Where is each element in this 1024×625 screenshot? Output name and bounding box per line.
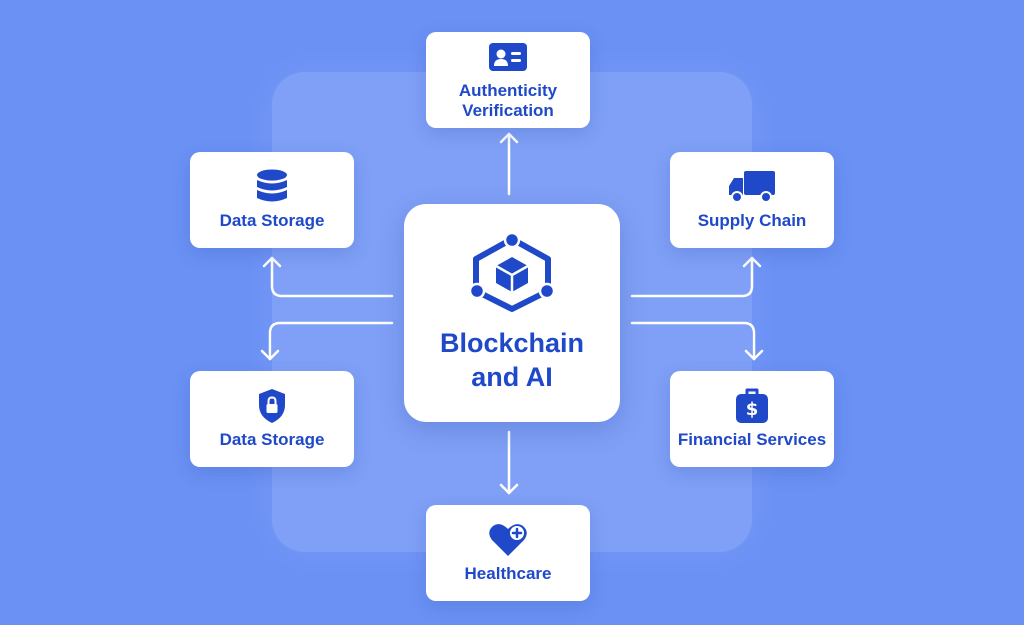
healthcare-label: Healthcare bbox=[464, 564, 552, 583]
arrowhead-data-storage-bottom bbox=[260, 349, 280, 361]
data-storage-bottom-label: Data Storage bbox=[219, 430, 325, 449]
arrowhead-authenticity bbox=[499, 132, 519, 144]
center-title-line2: and AI bbox=[471, 361, 553, 392]
arrowhead-supply-chain bbox=[742, 256, 762, 268]
data-storage-card-top: Data Storage bbox=[190, 152, 354, 248]
supply-chain-card: Supply Chain bbox=[670, 152, 834, 248]
authenticity-label-line1: Authenticity bbox=[458, 81, 558, 100]
money-bag-icon: $ bbox=[735, 388, 769, 424]
database-icon bbox=[256, 169, 288, 205]
blockchain-hexagon-icon bbox=[468, 231, 556, 318]
connector-to-data-storage-top bbox=[270, 256, 394, 298]
heart-plus-icon bbox=[488, 522, 528, 558]
connector-to-supply-chain bbox=[630, 256, 754, 298]
arrowhead-healthcare bbox=[499, 483, 519, 495]
authenticity-verification-card: Authenticity Verification bbox=[426, 32, 590, 128]
arrowhead-financial-services bbox=[744, 349, 764, 361]
data-storage-top-label: Data Storage bbox=[219, 211, 325, 230]
truck-icon bbox=[728, 169, 776, 205]
id-card-icon bbox=[489, 39, 527, 75]
blockchain-ai-center-card: Blockchain and AI bbox=[404, 204, 620, 422]
financial-services-card: $ Financial Services bbox=[670, 371, 834, 467]
shield-lock-icon bbox=[257, 388, 287, 424]
arrowhead-data-storage-top bbox=[262, 256, 282, 268]
supply-chain-label: Supply Chain bbox=[697, 211, 807, 230]
connector-to-data-storage-bottom bbox=[268, 321, 394, 361]
svg-text:$: $ bbox=[746, 399, 759, 420]
data-storage-card-bottom: Data Storage bbox=[190, 371, 354, 467]
center-title-line1: Blockchain bbox=[439, 327, 585, 358]
connector-to-financial-services bbox=[630, 321, 756, 361]
healthcare-card: Healthcare bbox=[426, 505, 590, 601]
financial-services-label: Financial Services bbox=[677, 430, 827, 449]
authenticity-label-line2: Verification bbox=[462, 101, 554, 120]
